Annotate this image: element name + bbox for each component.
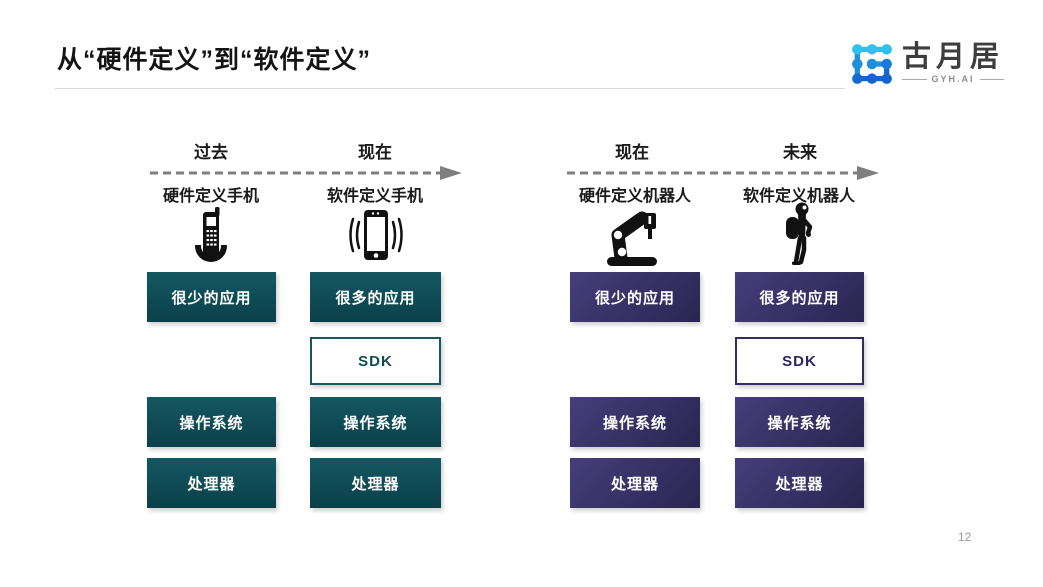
left-era-now: 现在 [358,143,392,162]
title-divider [55,88,845,89]
robot-arm-icon [601,205,665,272]
box-few-apps-phone: 很少的应用 [147,272,276,322]
page-number: 12 [958,530,972,544]
left-timeline-arrow [150,166,462,180]
humanoid-robot-icon [773,200,823,273]
right-col2-title: 软件定义机器人 [742,188,855,205]
box-cpu-phone-hw: 处理器 [147,458,276,508]
smartphone-icon [342,205,408,270]
box-cpu-phone-sw: 处理器 [310,458,441,508]
box-few-apps-robot: 很少的应用 [570,272,700,322]
box-cpu-robot-hw: 处理器 [570,458,700,508]
box-cpu-robot-sw: 处理器 [735,458,864,508]
box-os-robot-hw: 操作系统 [570,397,700,447]
feature-phone-icon [181,205,241,270]
right-timeline-arrow [567,166,879,180]
right-era-now: 现在 [615,143,649,162]
page-title: 从“硬件定义”到“软件定义” [57,46,372,74]
box-many-apps-phone: 很多的应用 [310,272,441,322]
box-os-phone-sw: 操作系统 [310,397,441,447]
box-sdk-robot: SDK [735,337,864,385]
right-col1-title: 硬件定义机器人 [578,188,691,205]
left-col2-title: 软件定义手机 [326,188,423,205]
brand-logo: 古月居 GYH.AI [850,42,1004,86]
box-sdk-phone: SDK [310,337,441,385]
left-col1-title: 硬件定义手机 [162,188,259,205]
guyueju-logo-icon [852,44,892,84]
left-era-past: 过去 [194,143,228,162]
brand-subtitle: GYH.AI [902,74,1004,84]
brand-name: 古月居 [902,41,1005,73]
right-era-future: 未来 [783,143,817,162]
box-os-phone-hw: 操作系统 [147,397,276,447]
box-many-apps-robot: 很多的应用 [735,272,864,322]
box-os-robot-sw: 操作系统 [735,397,864,447]
